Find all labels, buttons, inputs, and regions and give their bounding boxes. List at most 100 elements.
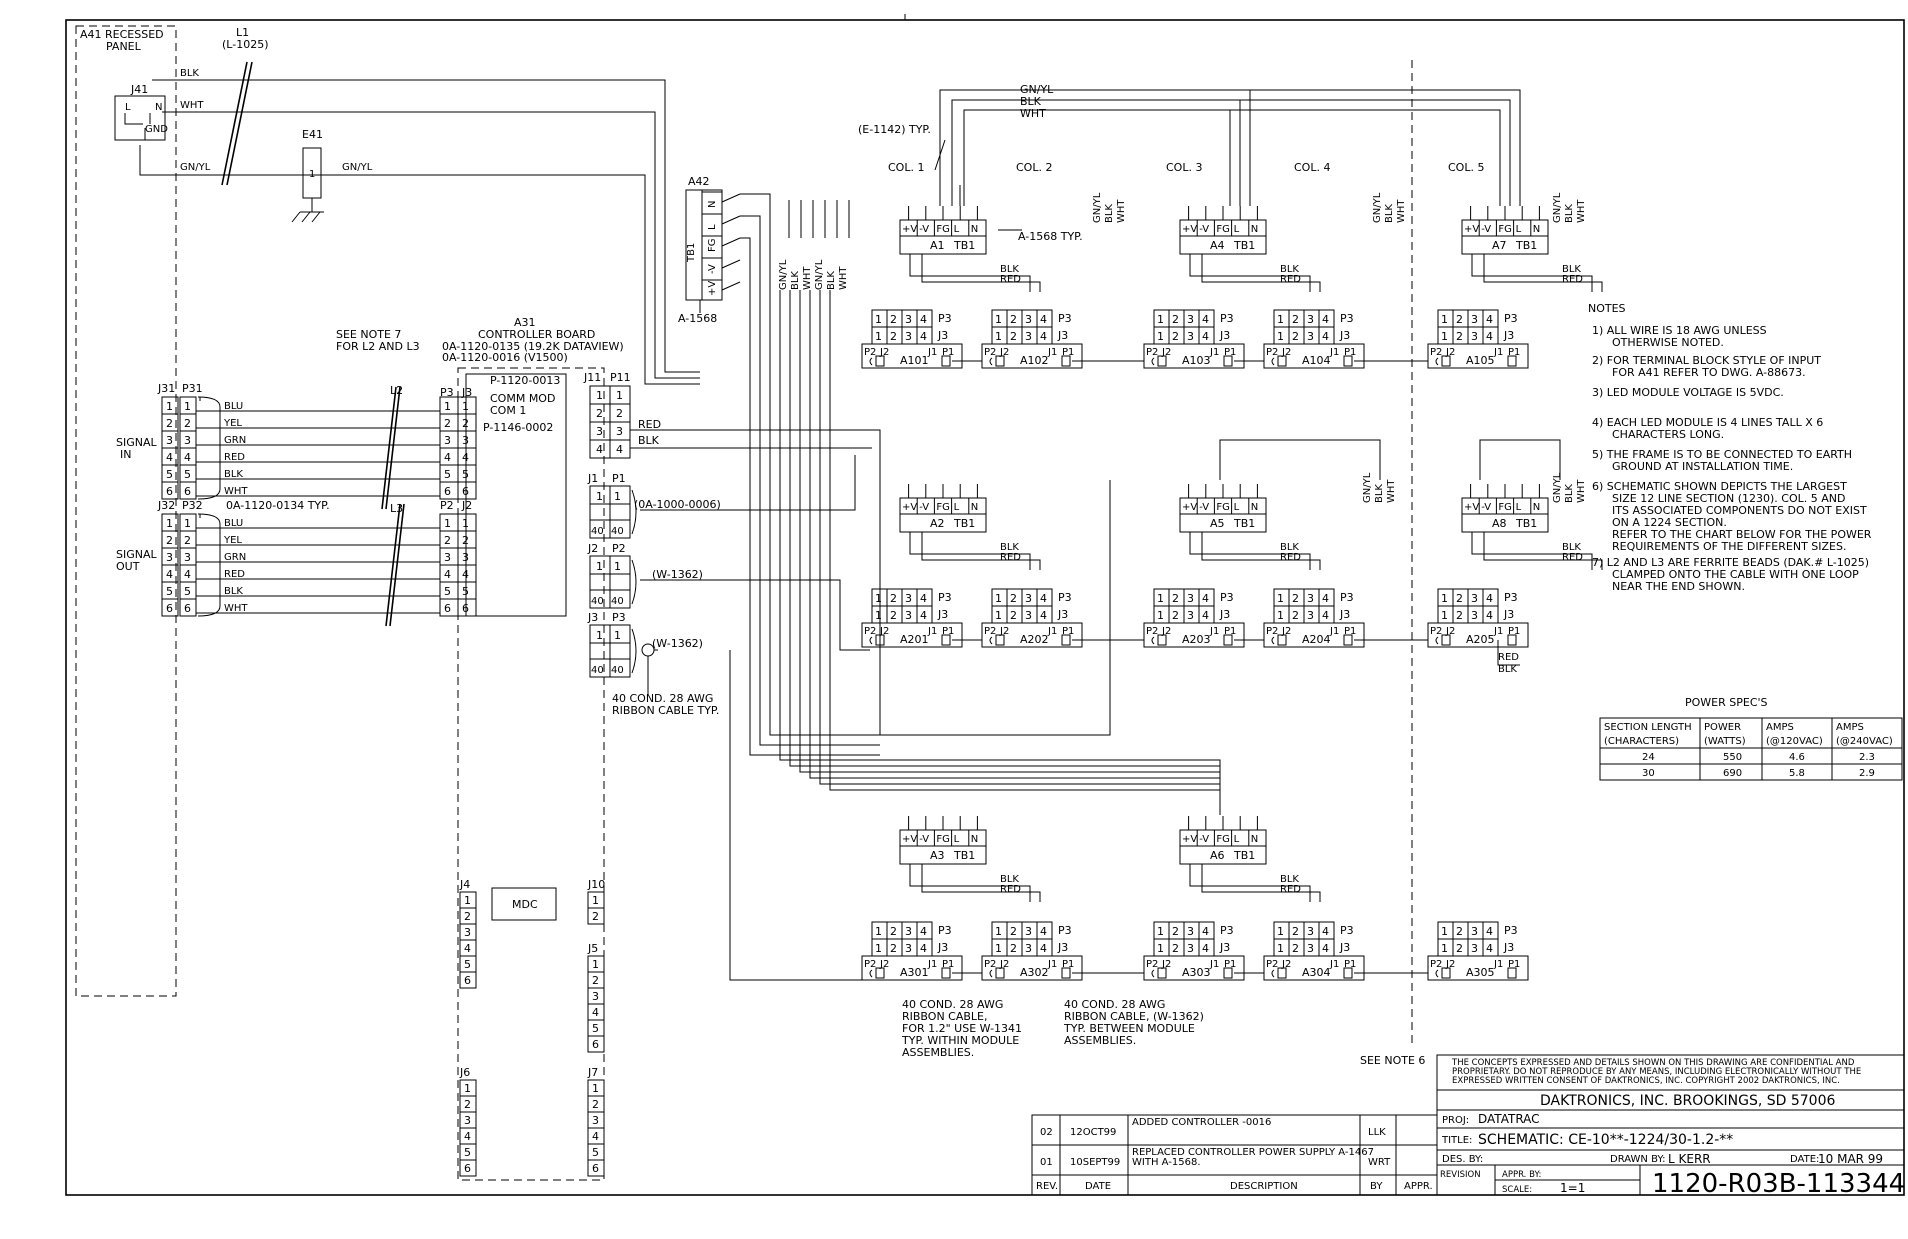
a42-block: TB1 [686, 243, 697, 263]
module-p3: P3 [1504, 312, 1518, 325]
header-j7: J7 [587, 1066, 598, 1079]
riser-wire-label: BLK [1374, 484, 1385, 503]
led-module-a101 [861, 343, 963, 369]
ribbon-j1: J1 [587, 472, 598, 485]
confidential-l3: EXPRESSED WRITTEN CONSENT OF DAKTRONICS,… [1452, 1076, 1840, 1086]
module-pin-num: 1 [1277, 925, 1284, 938]
module-j3: J3 [1339, 608, 1350, 621]
signal-in-conn-j: J3 [461, 386, 472, 399]
module-p2: P2 [1430, 626, 1442, 637]
power-header-sub: (WATTS) [1704, 736, 1746, 747]
signal-in-conn-j-pin [457, 481, 477, 500]
signal-out-p-pin-num: 5 [184, 585, 191, 598]
supply-wire-red: RED [1000, 274, 1021, 285]
tb-pin: +V [1182, 502, 1197, 513]
signal-in-conn-j-num: 5 [462, 468, 469, 481]
col2-label: COL. 2 [1016, 161, 1052, 174]
supply-wire-red: RED [1280, 274, 1301, 285]
module-pin-num: 4 [1486, 330, 1493, 343]
module-j3: J3 [1057, 608, 1068, 621]
signal-out-j: J32 [157, 499, 175, 512]
a42-wire-label: WHT [838, 266, 849, 290]
module-ribbon-out [1507, 355, 1517, 367]
note-7-line-1: 7) L2 AND L3 ARE FERRITE BEADS (DAK.# L-… [1592, 556, 1869, 569]
signal-in-p: P31 [182, 382, 203, 395]
signal-out-conn-p: P2 [440, 499, 454, 512]
module-j2: J2 [879, 347, 889, 358]
module-pin-num: 1 [875, 592, 882, 605]
module-pin-num: 1 [875, 313, 882, 326]
header-pin-num: 6 [464, 1162, 471, 1175]
module-pin-num: 2 [890, 592, 897, 605]
module-pin-num: 1 [875, 925, 882, 938]
module-ribbon-in [1157, 634, 1167, 646]
module-note2-l1: 40 COND. 28 AWG [1064, 998, 1165, 1011]
signal-in-conn-j-num: 4 [462, 451, 469, 464]
module-p3: P3 [1220, 312, 1234, 325]
header-pin-num: 2 [464, 910, 471, 923]
header-j6: J6 [459, 1066, 470, 1079]
signal-out-j-pin [161, 598, 179, 617]
signal-out-p-pin-num: 4 [184, 568, 191, 581]
note-1-line-1: 1) ALL WIRE IS 18 AWG UNLESS [1592, 324, 1767, 337]
module-ribbon-out [941, 355, 951, 367]
header-pin-num: 5 [592, 1146, 599, 1159]
a42-wire-label: GN/YL [814, 259, 825, 290]
signal-out-wire-label: WHT [224, 603, 248, 614]
wire-blk-label: BLK [180, 68, 199, 79]
ribbon-pin1: 1 [596, 490, 603, 503]
header-pin-num: 3 [592, 990, 599, 1003]
module-j2: J2 [1281, 959, 1291, 970]
module-p3: P3 [1058, 312, 1072, 325]
a42-ref: A42 [688, 175, 710, 188]
ribbon-cable2: (W-1362) [652, 568, 703, 581]
signal-out-conn-j: J2 [461, 499, 472, 512]
see-note6: SEE NOTE 6 [1360, 1054, 1425, 1067]
date-label: DATE: [1790, 1154, 1819, 1165]
header-pin-num: 5 [592, 1022, 599, 1035]
header-pin-num: 3 [592, 1114, 599, 1127]
ribbon-pin1: 1 [596, 629, 603, 642]
tb-pin: FG [936, 502, 950, 513]
note-7-line-2: CLAMPED ONTO THE CABLE WITH ONE LOOP [1612, 568, 1859, 581]
signal-out-p-pin-num: 2 [184, 534, 191, 547]
supply-wire-blk: BLK [1000, 542, 1019, 553]
module-note2-l2: RIBBON CABLE, (W-1362) [1064, 1010, 1204, 1023]
module-j2: J2 [1445, 347, 1455, 358]
module-pin-num: 2 [1010, 592, 1017, 605]
module-pin-num: 2 [1292, 925, 1299, 938]
signal-out-p-pin-num: 3 [184, 551, 191, 564]
module-pin-num: 1 [995, 925, 1002, 938]
module-j3: J3 [1503, 329, 1514, 342]
tb-pin: FG [936, 834, 950, 845]
signal-out-conn-j-num: 2 [462, 534, 469, 547]
top-wire-wht: WHT [1020, 107, 1046, 120]
tb-pin: -V [1199, 224, 1209, 235]
tb-pin: -V [919, 502, 929, 513]
top-wire-blk: BLK [1020, 95, 1042, 108]
module-p3: P3 [938, 312, 952, 325]
signal-in-j-pin-num: 6 [166, 485, 173, 498]
tb-pin: N [971, 224, 978, 235]
title-label: TITLE: [1441, 1135, 1472, 1146]
tb-pin: FG [1216, 224, 1230, 235]
module-ref: A305 [1466, 966, 1495, 979]
module-pin-num: 4 [1322, 925, 1329, 938]
header-pin-num: 6 [464, 974, 471, 987]
module-note1-l5: ASSEMBLIES. [902, 1046, 974, 1059]
riser-wire-label: GN/YL [1552, 472, 1563, 503]
revision-label: REVISION [1440, 1170, 1481, 1180]
module-pin-num: 4 [1040, 609, 1047, 622]
module-pin-num: 3 [1187, 925, 1194, 938]
rev-number: 01 [1040, 1157, 1053, 1168]
signal-out-conn-j-pin [457, 598, 477, 617]
module-pin-num: 3 [1187, 942, 1194, 955]
comm-part: P-1120-0013 [490, 374, 560, 387]
module-pin-num: 1 [875, 942, 882, 955]
tb-pin: N [1251, 502, 1258, 513]
signal-out-part: 0A-1120-0134 TYP. [226, 499, 330, 512]
ribbon-pin1: 1 [614, 629, 621, 642]
module-j1: J1 [1047, 959, 1057, 970]
supply-wire-red: RED [1280, 552, 1301, 563]
